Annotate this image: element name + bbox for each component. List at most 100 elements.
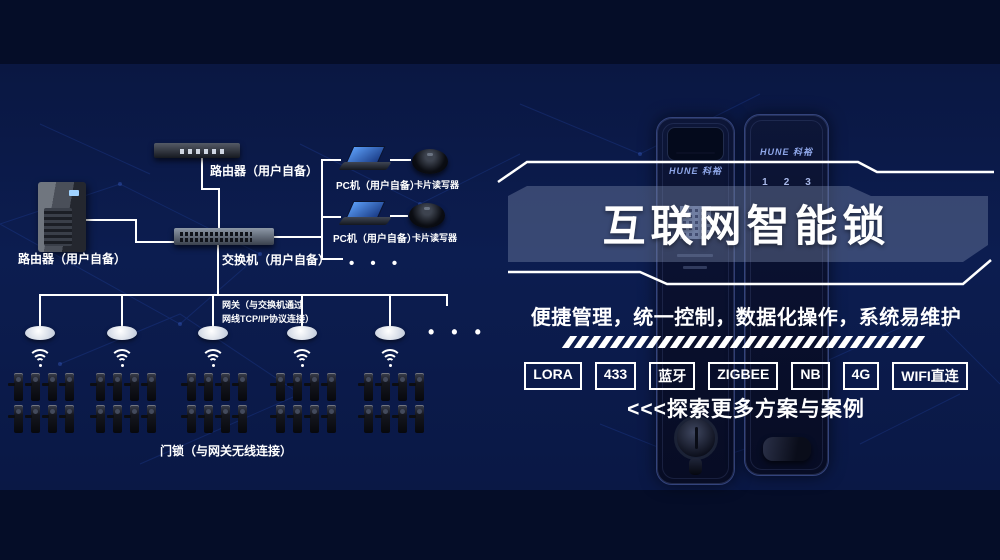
keypad-digits: 123 [762,177,827,188]
door-lock-icon [321,405,336,433]
door-lock-icon [215,405,230,433]
door-lock-icon [107,373,122,401]
server-label: 路由器（用户自备） [18,252,127,266]
door-lock-icon [90,405,105,433]
tag-蓝牙: 蓝牙 [649,362,696,390]
pc-label: PC机（用户自备） [336,181,420,192]
tag-nb: NB [791,362,830,390]
door-lock-icon [409,405,424,433]
gateway-note-line2: 网线TCP/IP协议连接） [222,314,315,324]
connector-line [218,188,220,228]
router-device [154,143,240,158]
door-lock-icon [59,373,74,401]
qr-code [680,206,711,239]
door-lock-icon [392,373,407,401]
connector-line [201,188,220,190]
wifi-icon [28,349,52,369]
card-reader-icon [412,149,448,174]
door-lock-icon [358,405,373,433]
door-lock-icon [59,405,74,433]
bus-line [40,294,448,296]
connector-line [321,159,341,161]
door-lock-icon [181,373,196,401]
smart-lock-product-right: HUNE 科裕 123 [744,114,829,476]
connector-line [39,294,41,328]
router-label: 路由器（用户自备） [210,164,319,178]
tag-wifi直连: WIFI直连 [892,362,968,390]
hero-tagline: 便捷管理，统一控制，数据化操作，系统易维护 [530,307,962,329]
card-slot [667,127,724,161]
door-lock-icon [358,373,373,401]
brand-logo: HUNE 科裕 [668,166,722,176]
connector-line [389,294,391,328]
gateway-device [198,326,228,340]
connector-line [321,258,343,260]
connector-line [446,294,448,306]
door-lock-icon [375,405,390,433]
connector-line [217,245,219,295]
gateway-device [287,326,317,340]
connector-line [390,215,408,217]
door-lock-icon [198,405,213,433]
wifi-icon [290,349,314,369]
explore-link: <<<探索更多方案与案例 [627,398,865,421]
door-locks-label: 门锁（与网关无线连接） [160,444,293,458]
door-lock-icon [287,405,302,433]
tag-433: 433 [594,362,637,390]
door-lock-icon [107,405,122,433]
card-reader-icon [409,203,445,228]
connector-line [135,219,137,243]
switch-label: 交换机（用户自备） [222,253,331,267]
door-lock-icon [215,373,230,401]
door-lock-icon [181,405,196,433]
door-lock-icon [42,373,57,401]
door-lock-icon [270,373,285,401]
door-lock-icon [25,373,40,401]
connector-line [212,294,214,328]
door-lock-icon [8,405,23,433]
door-lock-icon [25,405,40,433]
gateway-device [107,326,137,340]
door-lock-icon [141,405,156,433]
gateway-device [25,326,55,340]
connector-line [301,294,303,328]
door-lock-icon [198,373,213,401]
door-lock-icon [232,405,247,433]
connector-line [272,236,323,238]
switch-device [174,228,274,245]
connector-line [321,216,341,218]
door-lock-icon [42,405,57,433]
connector-line [201,158,203,190]
door-lock-icon [141,373,156,401]
door-lock-icon [124,405,139,433]
pc-label: PC机（用户自备） [333,234,417,245]
door-lock-icon [392,405,407,433]
door-lock-icon [304,405,319,433]
door-lock-icon [287,373,302,401]
door-lock-icon [8,373,23,401]
server-tower [38,182,86,252]
stripe [909,336,926,348]
door-lock-icon [321,373,336,401]
connector-line [135,241,175,243]
smart-lock-product-left: HUNE 科裕 [656,117,735,485]
background-band [0,64,1000,490]
door-lock-icon [232,373,247,401]
door-lock-icon [90,373,105,401]
more-pcs-ellipsis: • • • [349,255,404,272]
hazard-stripes [561,336,930,348]
tag-zigbee: ZIGBEE [708,362,779,390]
connector-line [121,294,123,328]
card-reader-label: 卡片读写器 [412,233,458,243]
connector-line [321,159,323,260]
card-reader-label: 卡片读写器 [414,180,460,190]
door-lock-icon [270,405,285,433]
wifi-icon [110,349,134,369]
door-lock-icon [375,373,390,401]
more-gateways-ellipsis: • • • [428,322,487,342]
wifi-icon [201,349,225,369]
wifi-icon [378,349,402,369]
connector-line [86,219,137,221]
tag-lora: LORA [524,362,582,390]
